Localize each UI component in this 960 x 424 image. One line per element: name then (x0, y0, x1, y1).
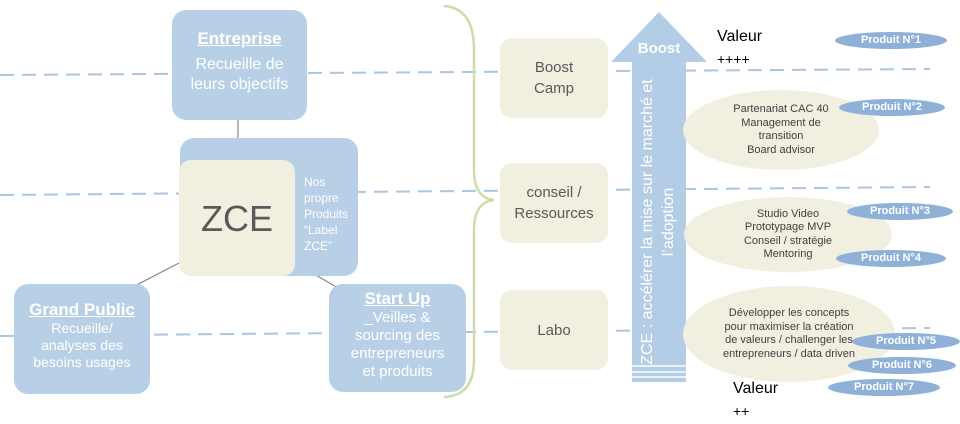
arrow-stripes (632, 365, 686, 378)
product-pill-3: Produit N°3 (847, 203, 953, 220)
conseil-box: conseil / Ressources (500, 163, 608, 243)
grand-public-box: Grand Public Recueille/ analyses des bes… (14, 284, 150, 394)
product-pill-2: Produit N°2 (839, 99, 945, 116)
zce-side-text: Nos propre Produits “Label ZCE” (304, 175, 349, 253)
labo-label: Labo (537, 321, 571, 339)
ellipse-cac40-line2: Management de transition (741, 116, 821, 143)
ellipse-studio-line4: Mentoring (763, 248, 813, 260)
boost-arrow-label: Boost (637, 40, 681, 57)
startup-title: Start Up (364, 289, 431, 308)
boost-camp-label: Boost Camp (533, 59, 574, 97)
valeur-bottom: Valeur ++ (733, 378, 778, 422)
labo-box: Labo (500, 290, 608, 370)
entreprise-title: Entreprise (197, 29, 282, 48)
conseil-label: conseil / Ressources (514, 184, 594, 222)
ellipse-cac40-line1: Partenariat CAC 40 (733, 103, 829, 115)
startup-box: Start Up _Veilles & sourcing des entrepr… (329, 284, 466, 392)
curly-brace (443, 4, 495, 399)
valeur-top-plus: ++++ (717, 51, 750, 67)
product-pill-7: Produit N°7 (828, 379, 940, 396)
valeur-top-word: Valeur (717, 28, 763, 45)
grand-public-title: Grand Public (29, 300, 135, 319)
startup-body: _Veilles & sourcing des entrepreneurs et… (350, 309, 445, 380)
valeur-bottom-word: Valeur (733, 380, 779, 397)
valeur-bottom-plus: ++ (733, 403, 750, 419)
arrow-shaft-text-inner: ZCE : accélérer la mise sur le marché et… (639, 79, 677, 365)
entreprise-box: Entreprise Recueille de leurs objectifs (172, 10, 307, 120)
product-pill-4: Produit N°4 (836, 250, 946, 267)
grand-public-body: Recueille/ analyses des besoins usages (33, 320, 131, 370)
ellipse-studio-line2: Prototypage MVP (744, 221, 832, 233)
zce-label: ZCE (201, 197, 273, 239)
product-pill-1: Produit N°1 (835, 32, 947, 49)
dashed-line-middle (0, 186, 931, 196)
ellipse-studio-line1: Studio Video (756, 207, 820, 220)
ellipse-cac40-line3: Board advisor (747, 143, 815, 156)
entreprise-body: Recueille de leurs objectifs (190, 56, 289, 93)
boost-arrow (611, 12, 707, 382)
ellipse-studio-line3: Conseil / stratégie (743, 234, 833, 247)
boost-camp-box: Boost Camp (500, 38, 608, 118)
valeur-top: Valeur ++++ (717, 26, 762, 70)
zce-box: ZCE (179, 160, 295, 276)
dashed-line-top (0, 68, 931, 76)
ellipse-labo-text: Développer les concepts pour maximiser l… (722, 307, 856, 360)
product-pill-6: Produit N°6 (848, 357, 956, 374)
product-pill-5: Produit N°5 (852, 333, 960, 350)
